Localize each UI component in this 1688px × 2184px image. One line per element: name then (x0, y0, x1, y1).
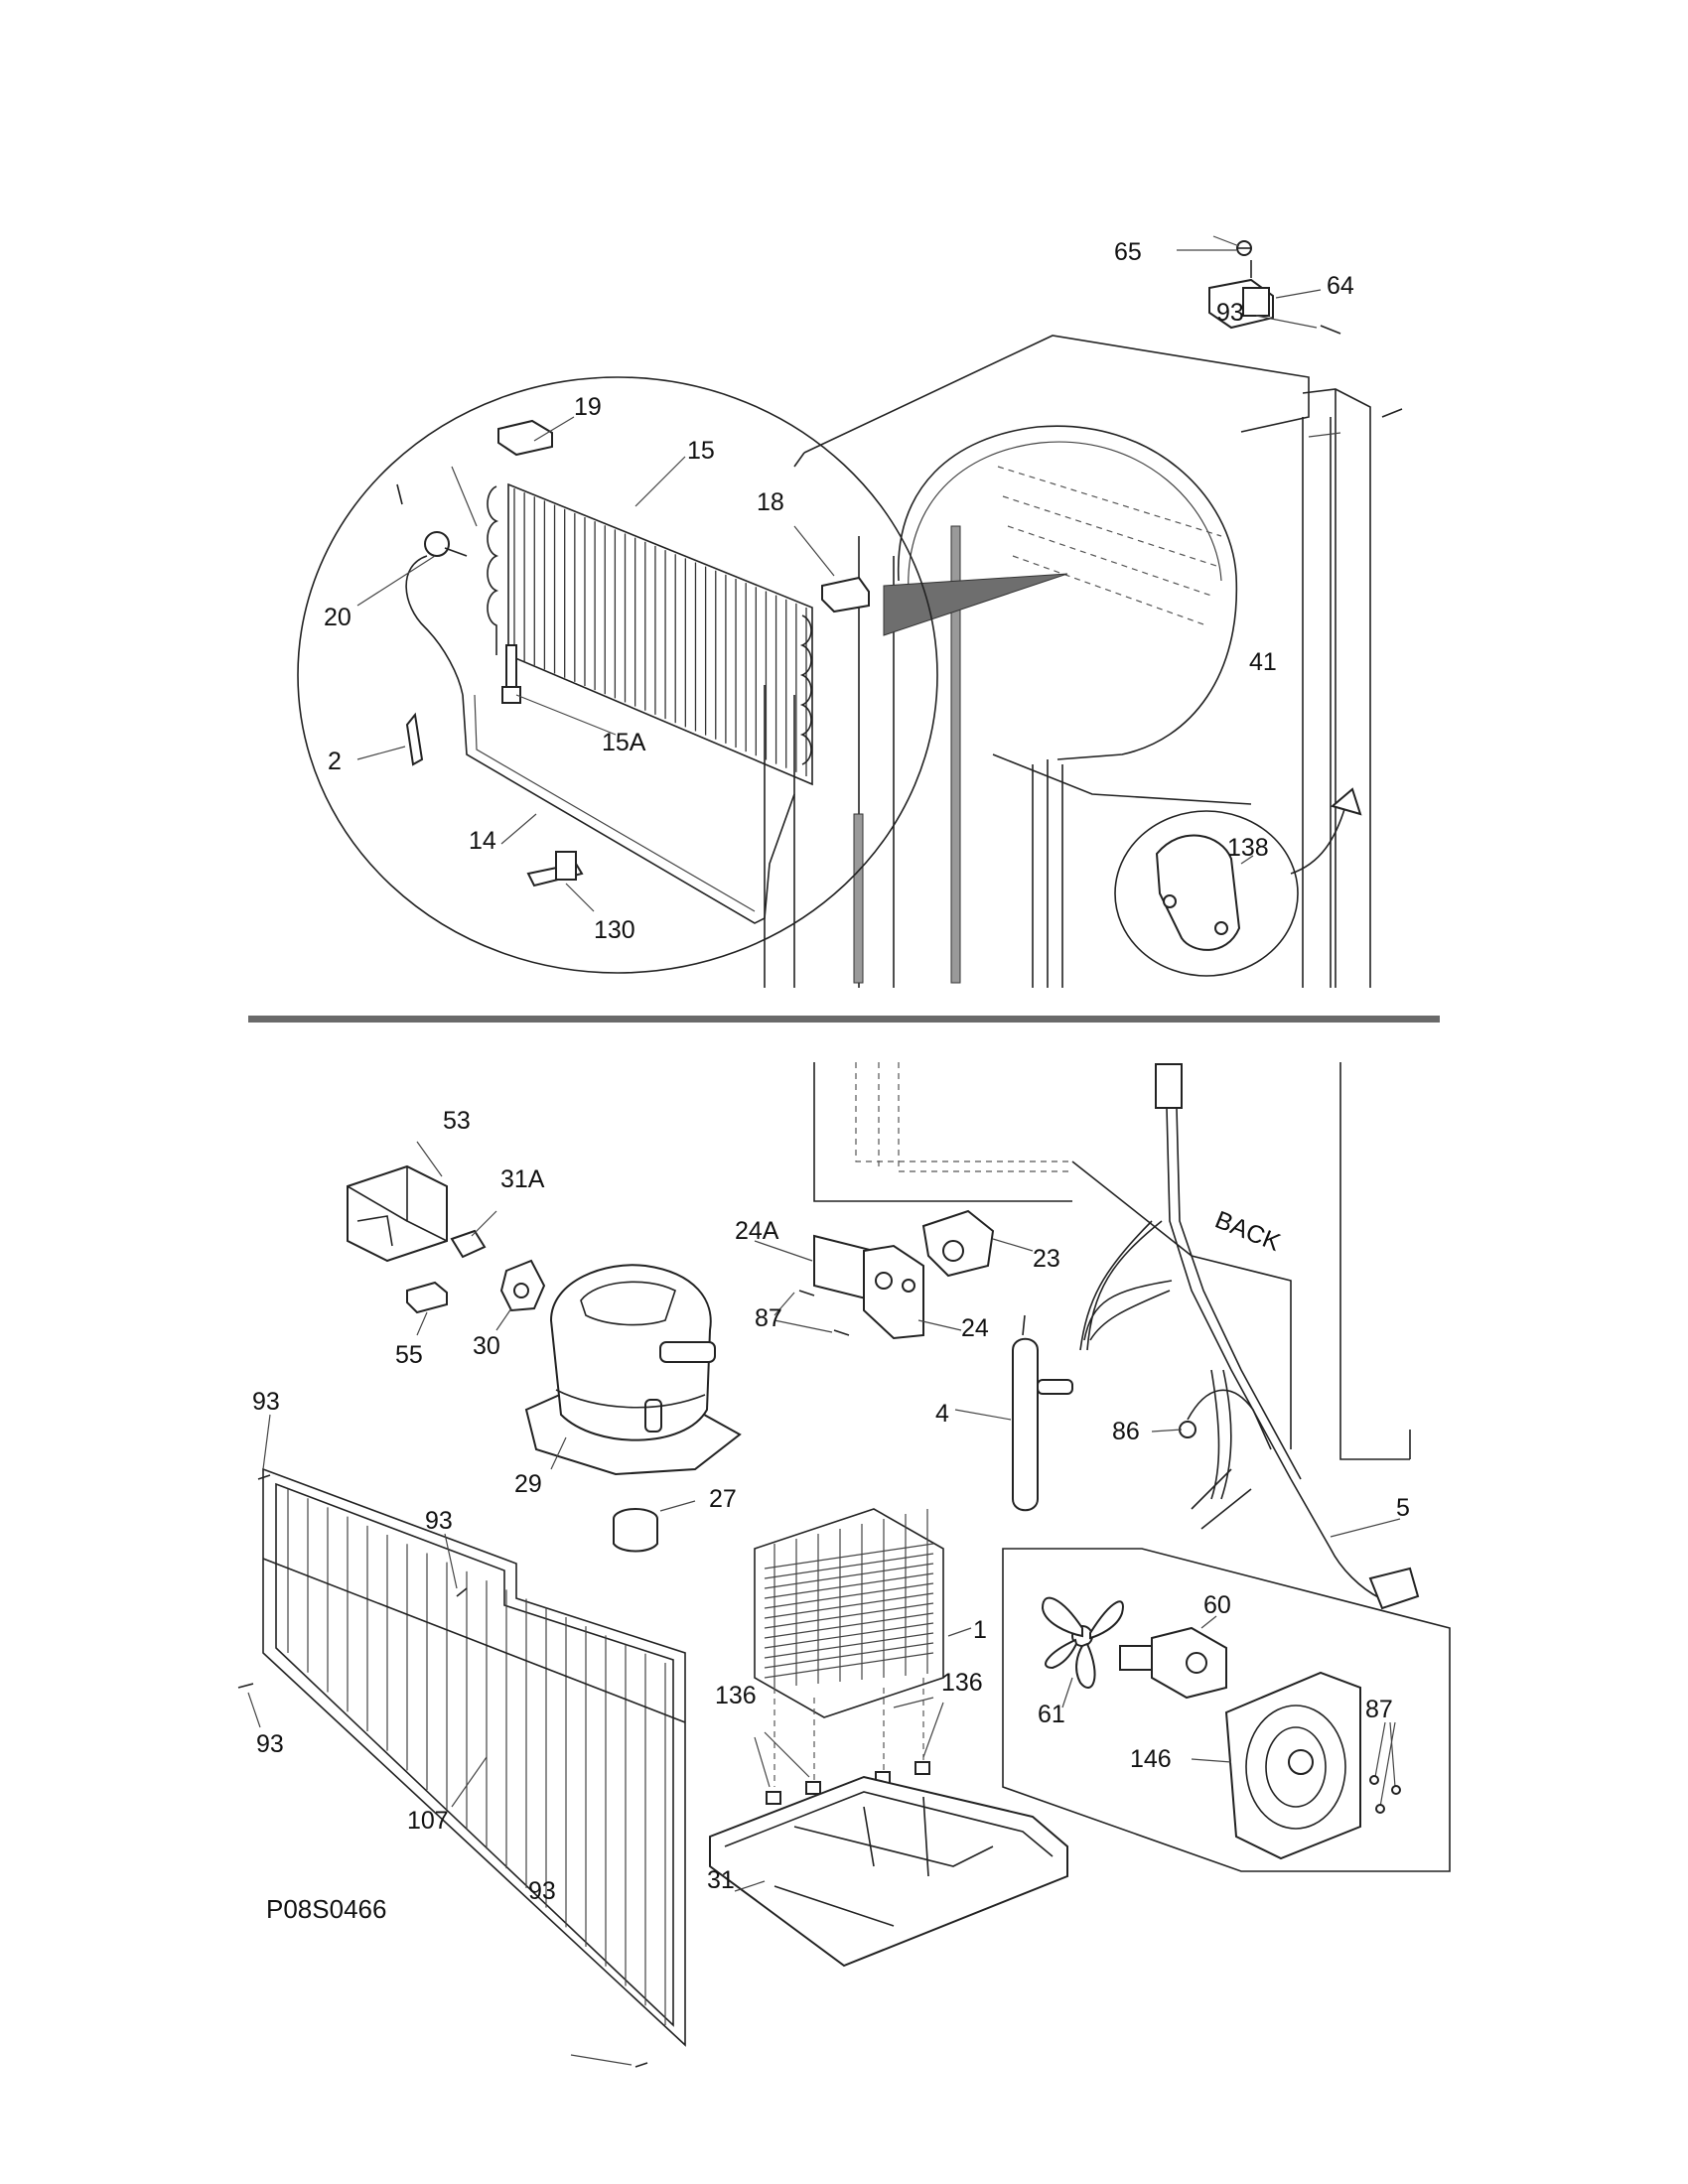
callout-15A: 15A (602, 729, 646, 756)
callout-23: 23 (1033, 1245, 1060, 1273)
callout-labels: 65 64 93 19 15 18 20 15A 2 14 130 41 138… (252, 238, 1410, 1924)
callout-146: 146 (1130, 1745, 1172, 1773)
condenser-coil (487, 482, 813, 786)
callout-14: 14 (469, 827, 496, 855)
callout-87-bracket: 87 (755, 1304, 782, 1332)
callout-30: 30 (473, 1332, 500, 1360)
relay-overload-group (347, 1141, 546, 1336)
condenser-base-group (709, 1508, 1068, 1968)
callout-65: 65 (1114, 238, 1142, 266)
wiring-harness (1079, 1063, 1420, 1610)
callout-93-grille-bottom: 93 (528, 1877, 556, 1905)
callout-86: 86 (1112, 1418, 1140, 1445)
fan-bracket-group (754, 1209, 1034, 1340)
callout-15: 15 (687, 437, 715, 465)
cabinet-bottom-view (813, 1062, 1411, 1460)
callout-93-top: 93 (1216, 299, 1244, 327)
cabinet-back-view (764, 335, 1371, 988)
callout-31: 31 (707, 1866, 735, 1894)
callout-41: 41 (1249, 648, 1277, 676)
callout-93-grille-left: 93 (256, 1730, 284, 1758)
back-label: BACK (1211, 1206, 1285, 1258)
callout-31A: 31A (500, 1165, 545, 1193)
callout-138: 138 (1227, 834, 1269, 862)
callout-64: 64 (1327, 272, 1354, 300)
callout-53: 53 (443, 1107, 471, 1135)
grille (237, 1414, 686, 2068)
gasket-detail-circle (1114, 787, 1362, 977)
callout-18: 18 (757, 488, 784, 516)
callout-29: 29 (514, 1470, 542, 1498)
callout-20: 20 (324, 604, 352, 631)
callout-19: 19 (574, 393, 602, 421)
damper-control-group (1177, 235, 1403, 418)
callout-5: 5 (1396, 1494, 1410, 1522)
callout-130: 130 (594, 916, 635, 944)
callout-4: 4 (935, 1400, 949, 1428)
callout-24A: 24A (735, 1217, 779, 1245)
callout-136-right: 136 (941, 1669, 983, 1697)
fan-motor (1119, 1615, 1227, 1700)
drier (954, 1314, 1073, 1512)
fan-shroud (1191, 1671, 1361, 1860)
callout-27: 27 (709, 1485, 737, 1513)
callout-61: 61 (1038, 1701, 1065, 1728)
fan-blade (1041, 1596, 1124, 1708)
callout-2: 2 (328, 748, 342, 775)
callout-107: 107 (407, 1807, 449, 1835)
callout-136-left: 136 (715, 1682, 757, 1709)
callout-60: 60 (1203, 1591, 1231, 1619)
callout-93-grille-mid: 93 (425, 1507, 453, 1535)
callout-24: 24 (961, 1314, 989, 1342)
drawing-number: P08S0466 (266, 1894, 386, 1924)
condenser-detail-circle (297, 376, 938, 974)
callout-55: 55 (395, 1341, 423, 1369)
section-divider (248, 1016, 1440, 1023)
fan-motor-inset (1002, 1548, 1451, 1872)
compressor-group (524, 1264, 742, 1553)
callout-93-grille-top: 93 (252, 1388, 280, 1416)
callout-1: 1 (973, 1616, 987, 1644)
callout-87-fan: 87 (1365, 1696, 1393, 1723)
